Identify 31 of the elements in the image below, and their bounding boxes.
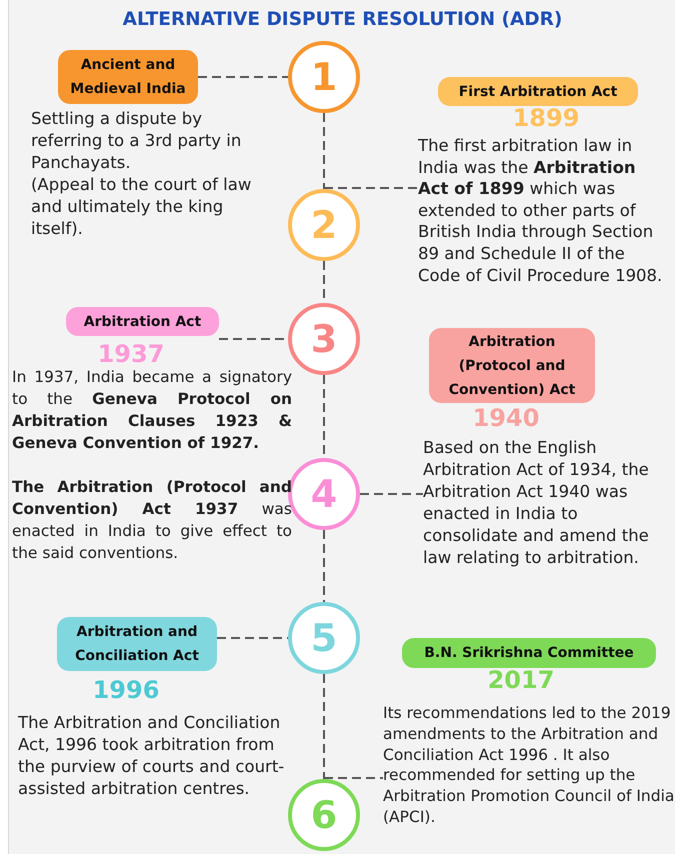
number-circle: 1 [288, 41, 360, 113]
dashed-connector [198, 76, 288, 78]
description-text: Based on the English Arbitration Act of 1934, the Arbitration Act 1940 was enacted in India to consolidate and amend the law relating to arbitration. [423, 437, 669, 569]
description-text: Settling a dispute by referring to a 3rd party in Panchayats. [31, 108, 242, 174]
dashed-connector [323, 674, 325, 779]
year-label: 1940 [472, 404, 540, 432]
number-circle: 2 [288, 189, 360, 261]
dashed-connector [324, 777, 383, 779]
description-text: The first arbitration law in India was the Arbitration Act of 1899 which was extended to other parts of British India through Section 89 and Schedule II of the Code of Civil Procedure 1908. [418, 135, 670, 286]
number-circle: 6 [288, 779, 360, 851]
year-label: 1996 [92, 676, 160, 704]
dashed-connector [323, 530, 325, 602]
diagram-title: ALTERNATIVE DISPUTE RESOLUTION (ADR) [122, 9, 564, 30]
year-label: 1899 [512, 104, 580, 132]
heading-label: Arbitration Act [66, 307, 219, 336]
dashed-connector [217, 637, 288, 639]
description-text: The Arbitration and Conciliation Act, 1996 took arbitration from the purview of courts and court-assisted arbitration centres. [18, 712, 286, 800]
number-circle: 3 [288, 303, 360, 375]
heading-label: Arbitration (Protocol and Convention) Act [429, 328, 595, 403]
dashed-connector [360, 493, 423, 495]
description-text: (Appeal to the court of law and ultimately the king itself). [31, 174, 252, 240]
dashed-connector [323, 113, 325, 189]
description-text: Its recommendations led to the 2019 amendments to the Arbitration and Conciliation Act 1996 . It also recommended for setting up the Arbitration Promotion Council of India (APCI). [383, 703, 675, 828]
heading-label: Arbitration and Conciliation Act [57, 617, 217, 671]
dashed-connector [324, 187, 418, 189]
heading-label: Ancient and Medieval India [58, 50, 198, 104]
heading-label: First Arbitration Act [438, 77, 638, 106]
heading-label: B.N. Srikrishna Committee [402, 638, 656, 668]
year-label: 1937 [96, 340, 166, 368]
year-label: 2017 [486, 666, 556, 694]
number-circle: 5 [288, 602, 360, 674]
